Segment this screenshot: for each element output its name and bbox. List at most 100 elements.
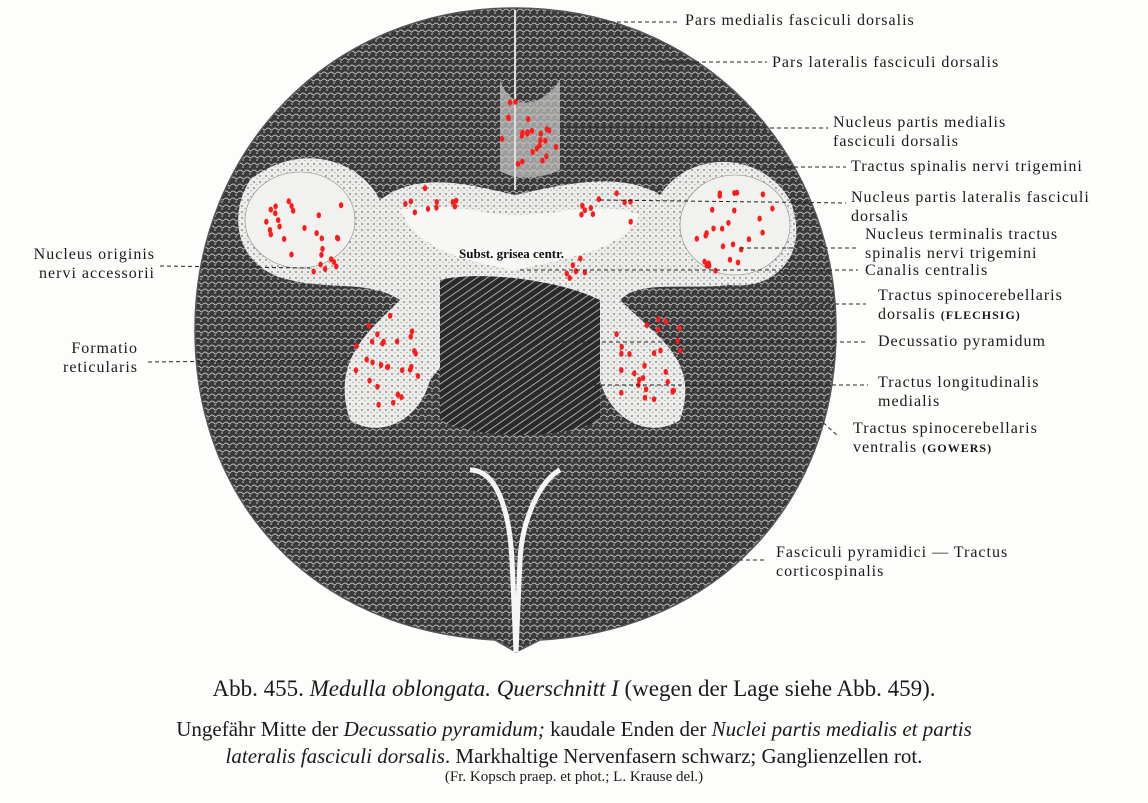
- ganglion-cell: [537, 142, 542, 149]
- ganglion-cell: [366, 322, 372, 329]
- label-spinocerebellaris-ventralis: Tractus spinocerebellaris ventralis (GOW…: [853, 419, 1038, 458]
- label-tractus-spinalis: Tractus spinalis nervi trigemini: [851, 158, 1083, 175]
- ganglion-cell: [665, 378, 670, 385]
- ganglion-cell: [656, 326, 661, 333]
- caption-figure-number: Abb. 455.: [212, 676, 310, 701]
- label-pars-medialis: Pars medialis fasciculi dorsalis: [685, 12, 915, 29]
- caption-text: Ungefähr Mitte der: [176, 717, 344, 741]
- ganglion-cell: [376, 401, 381, 408]
- leader-line: [147, 359, 351, 363]
- caption-text: kaudale Enden der: [544, 717, 712, 741]
- ganglion-cell: [281, 235, 287, 242]
- ganglion-cell: [318, 261, 323, 268]
- ganglion-cell: [651, 350, 657, 357]
- label-line: Nucleus partis medialis: [833, 114, 1007, 131]
- ganglion-cell: [384, 364, 390, 371]
- label-line: dorsalis: [851, 208, 909, 225]
- ganglion-cell: [289, 251, 294, 258]
- ganglion-cell: [412, 347, 417, 354]
- ganglion-cell: [614, 190, 619, 197]
- ganglion-cell: [570, 262, 576, 269]
- ganglion-cell: [422, 185, 428, 192]
- ganglion-cell: [704, 230, 709, 237]
- ganglion-cell: [675, 338, 680, 345]
- label-line: Tractus spinocerebellaris: [878, 287, 1063, 304]
- ganglion-cell: [760, 229, 765, 236]
- ganglion-cell: [515, 161, 521, 168]
- ganglion-cell: [395, 391, 401, 398]
- ganglion-cell: [370, 359, 375, 366]
- label-nucleus-partis-medialis: Nucleus partis medialis fasciculi dorsal…: [833, 113, 1006, 151]
- ganglion-cell: [268, 206, 274, 213]
- ganglion-cell: [579, 211, 584, 218]
- ganglion-cell: [415, 372, 421, 379]
- eponym: (GOWERS): [922, 441, 993, 455]
- ganglion-cell: [732, 207, 737, 214]
- caption-suffix: (wegen der Lage siehe Abb. 459).: [618, 676, 936, 701]
- ganglion-cell: [499, 135, 505, 142]
- ganglion-cell: [434, 204, 439, 211]
- ganglion-cell: [757, 215, 762, 222]
- ganglion-cell: [678, 347, 683, 354]
- ganglion-cell: [314, 230, 319, 237]
- label-line: Fasciculi pyramidici — Tractus: [776, 544, 1009, 561]
- ganglion-cell: [381, 338, 386, 345]
- ganglion-cell: [735, 259, 741, 266]
- ganglion-cell: [525, 130, 530, 137]
- ganglion-cell: [677, 325, 682, 332]
- ganglion-cell: [713, 267, 718, 274]
- leader-lines: [147, 21, 868, 561]
- caption-italic: Decussatio pyramidum;: [343, 717, 545, 741]
- ganglion-cell: [530, 149, 535, 156]
- ganglion-cell: [369, 338, 375, 345]
- ganglion-cell: [394, 338, 400, 345]
- label-canalis-centralis: Canalis centralis: [865, 262, 989, 279]
- ganglion-cell: [273, 203, 278, 210]
- label-nucleus-originis: Nucleus originis nervi accessorii: [34, 245, 155, 283]
- ganglion-cell: [391, 399, 396, 406]
- caption-italic: lateralis fasciculi dorsalis: [225, 744, 445, 768]
- ganglion-cell: [720, 243, 726, 250]
- ganglion-cell: [399, 367, 405, 374]
- ganglion-cell: [273, 210, 278, 217]
- ganglion-cell: [353, 367, 359, 374]
- ganglion-cell: [525, 116, 531, 123]
- ganglion-cell: [277, 223, 282, 230]
- ganglion-cell: [588, 204, 594, 211]
- ganglion-cell: [507, 99, 513, 106]
- ganglion-cell: [627, 350, 632, 357]
- ganglion-cell: [632, 370, 637, 377]
- ganglion-cell: [290, 207, 296, 214]
- label-nucleus-terminalis: Nucleus terminalis tractus spinalis nerv…: [865, 225, 1058, 263]
- ganglion-cell: [412, 209, 418, 216]
- label-line: Nucleus originis: [33, 246, 155, 263]
- ganglion-cell: [322, 265, 328, 272]
- label-pars-lateralis: Pars lateralis fasciculi dorsalis: [772, 54, 1000, 71]
- ganglion-cell: [320, 245, 325, 252]
- ganglion-cell: [578, 255, 583, 262]
- ganglion-cell: [408, 198, 414, 205]
- ganglion-cell: [656, 316, 661, 323]
- ganglion-cell: [564, 270, 569, 277]
- leader-line: [817, 417, 839, 437]
- ganglion-cell: [367, 377, 372, 384]
- ganglion-cell: [651, 396, 657, 403]
- ganglion-cell: [520, 158, 525, 165]
- label-line: reticularis: [63, 359, 138, 376]
- ganglion-cell: [338, 202, 344, 209]
- ganglion-cell: [302, 225, 307, 232]
- ganglion-cell: [399, 394, 404, 401]
- caption-italic: Nuclei partis medialis et partis: [711, 717, 972, 741]
- ganglion-cell: [619, 389, 624, 396]
- ganglion-cell: [319, 251, 324, 258]
- ganglion-cell: [529, 127, 535, 134]
- label-line: Formatio: [71, 340, 138, 357]
- label-spinocerebellaris-dorsalis: Tractus spinocerebellaris dorsalis (FLEC…: [878, 286, 1063, 325]
- ganglion-cell: [319, 235, 324, 242]
- ganglion-cell: [553, 144, 559, 151]
- ganglion-cell: [409, 363, 414, 370]
- ganglion-cell: [710, 206, 715, 213]
- caption-text: . Markhaltige Nervenfasern schwarz; Gang…: [444, 744, 923, 768]
- ganglion-cell: [544, 153, 549, 160]
- ganglion-cell: [614, 331, 619, 338]
